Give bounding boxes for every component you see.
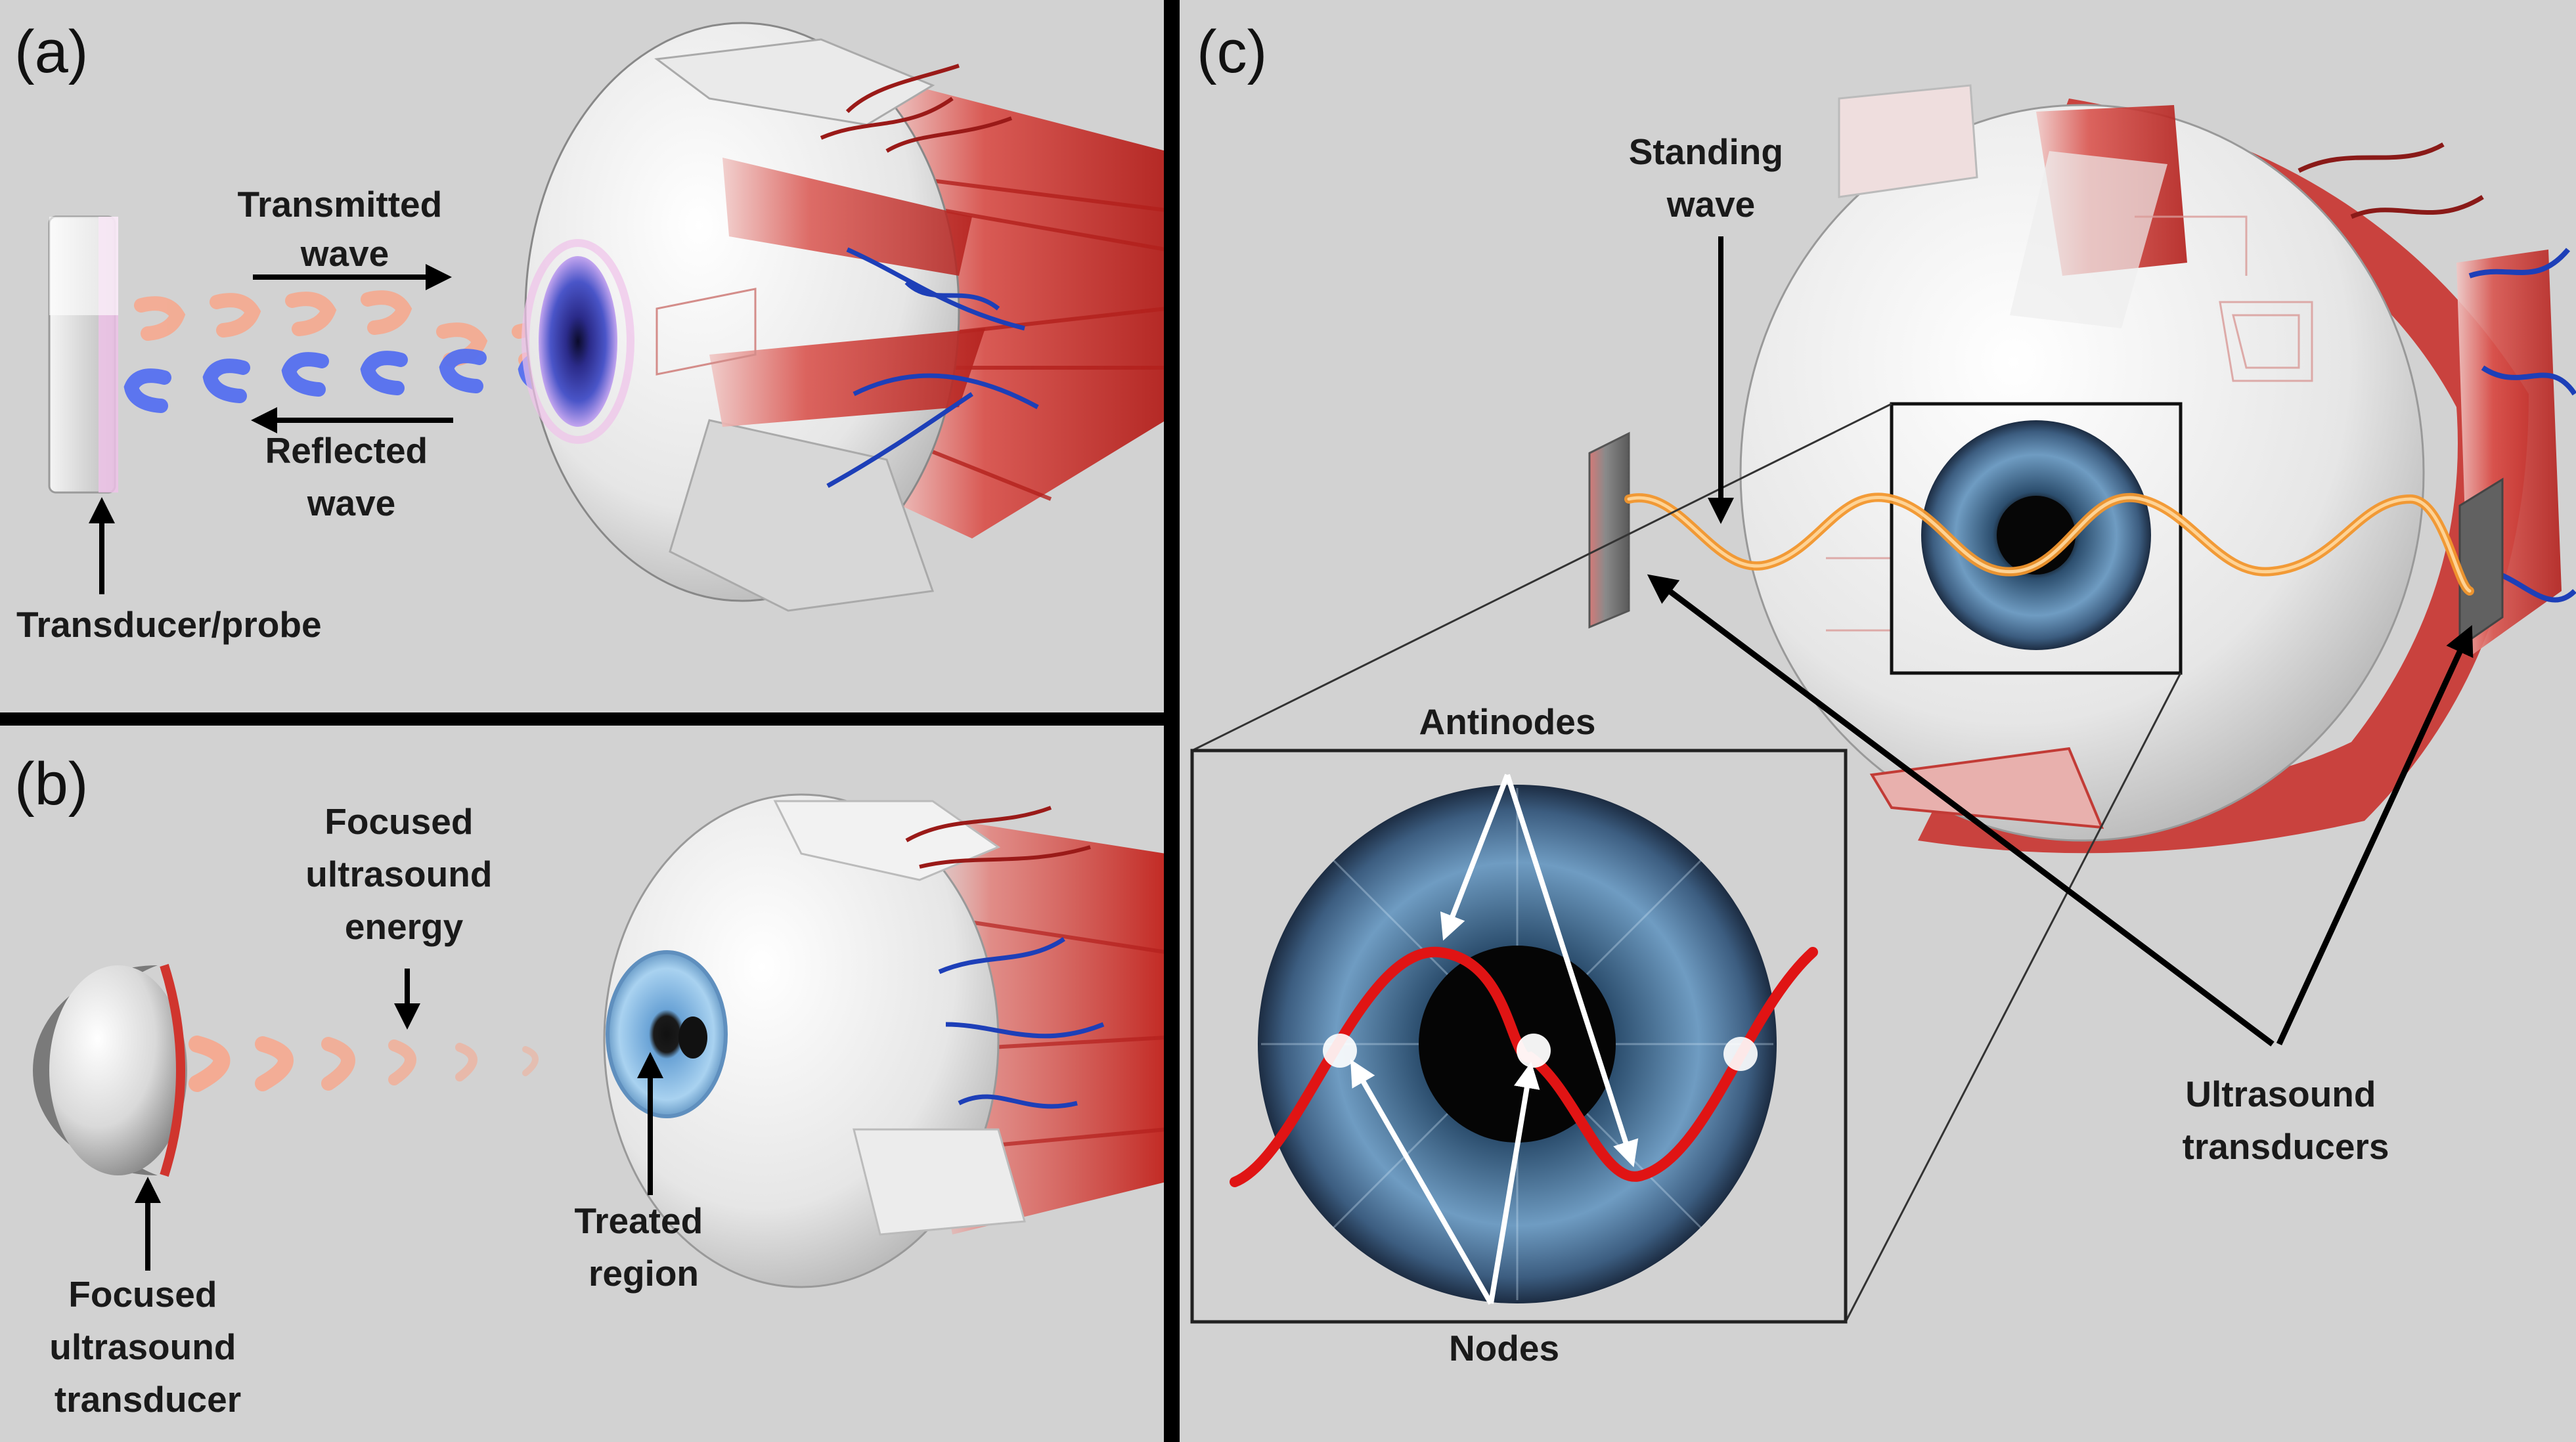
antinode-arrow-1	[1440, 774, 1510, 941]
transducer-arrow-right	[2276, 624, 2474, 1045]
label-reflected: Reflected wave	[265, 430, 438, 523]
panel-a-letter: (a)	[14, 18, 88, 85]
zoom-source-box	[1890, 402, 2183, 675]
zoom-line-top	[1191, 403, 1892, 752]
right-transducer-c	[2458, 477, 2504, 649]
panel-c: (c)	[1190, 18, 2576, 1368]
label-focused-transducer: Focused ultrasound transducer	[49, 1274, 246, 1420]
probe-transducer	[48, 215, 118, 494]
node-arrow-1	[1350, 1059, 1494, 1305]
zoom-line-bottom	[1844, 672, 2182, 1322]
label-treated: Treated region	[575, 1200, 713, 1294]
divider-horizontal	[0, 712, 1172, 726]
node-arrow-2	[1488, 1062, 1540, 1304]
label-energy: Focused ultrasound energy	[305, 801, 502, 947]
transducer-arrow-left	[1647, 574, 2275, 1047]
left-transducer-c	[1588, 431, 1630, 629]
eye-c	[1739, 84, 2576, 854]
label-probe: Transducer/probe	[16, 604, 322, 645]
eye-b	[603, 793, 1166, 1288]
panel-a: (a)	[14, 18, 1166, 645]
node-dot-2	[1517, 1034, 1551, 1068]
label-nodes: Nodes	[1449, 1328, 1559, 1368]
panel-c-letter: (c)	[1197, 18, 1267, 85]
eye-a	[522, 22, 1166, 612]
focused-energy-wave	[189, 1036, 539, 1092]
label-transmitted: Transmitted wave	[237, 184, 452, 274]
panel-b: (b)	[14, 751, 1166, 1420]
node-dot-3	[1723, 1037, 1758, 1071]
label-ultrasound-transducers: Ultrasound transducers	[2183, 1074, 2389, 1167]
label-standing-wave: Standing wave	[1629, 131, 1794, 225]
label-antinodes: Antinodes	[1419, 701, 1596, 742]
antinode-arrow-2	[1505, 774, 1639, 1168]
panel-b-letter: (b)	[14, 751, 88, 818]
node-dot-1	[1323, 1034, 1357, 1068]
focused-transducer	[33, 963, 187, 1177]
inset-zoom	[1190, 749, 1848, 1324]
